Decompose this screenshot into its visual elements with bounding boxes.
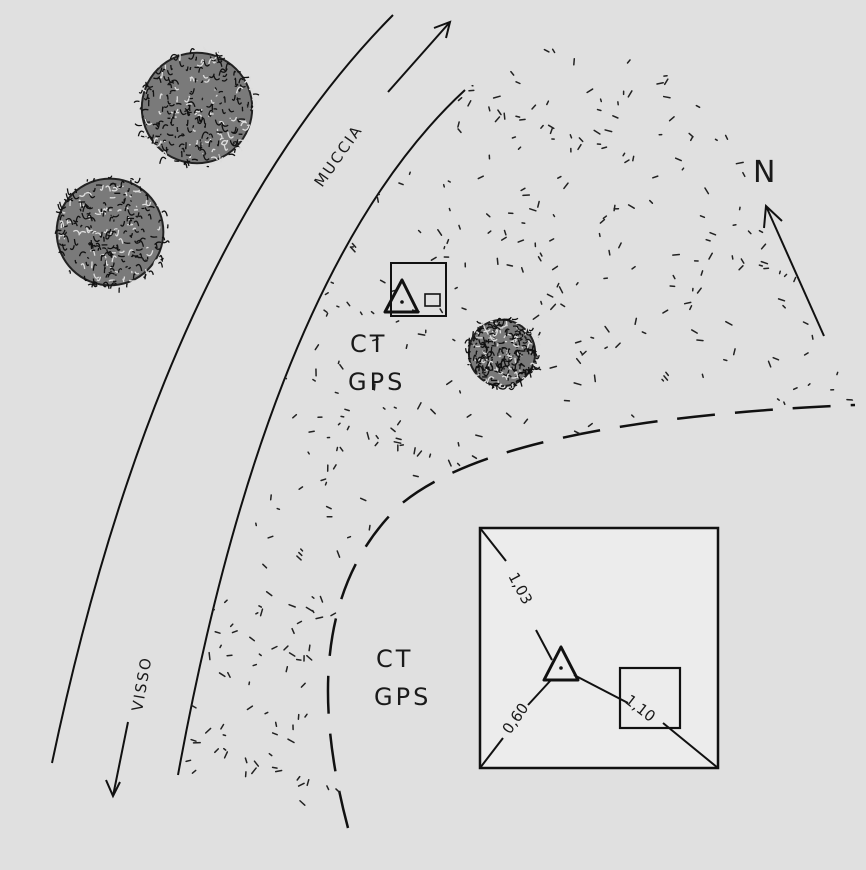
site-label-gps: GPS	[348, 368, 405, 396]
north-label: N	[753, 155, 775, 190]
tree-icon	[463, 316, 542, 391]
detail-box	[478, 526, 720, 770]
detail-label-gps: GPS	[374, 683, 431, 711]
site-label-ct: CT	[350, 330, 387, 358]
road-edge-outer	[51, 14, 394, 764]
road-label-muccia: MUCCIA	[311, 121, 367, 190]
site-marker-icon	[383, 262, 447, 317]
arrow-to-visso	[105, 721, 129, 799]
north-arrow	[763, 203, 825, 337]
detail-label-ct: CT	[376, 645, 413, 673]
field-boundary-dashed	[326, 403, 856, 829]
tree-icon	[133, 46, 260, 169]
road-edge-inner	[177, 89, 466, 776]
tree-icon	[54, 175, 170, 293]
road-label-visso: VISSO	[128, 655, 155, 713]
arrow-to-muccia	[387, 20, 452, 93]
